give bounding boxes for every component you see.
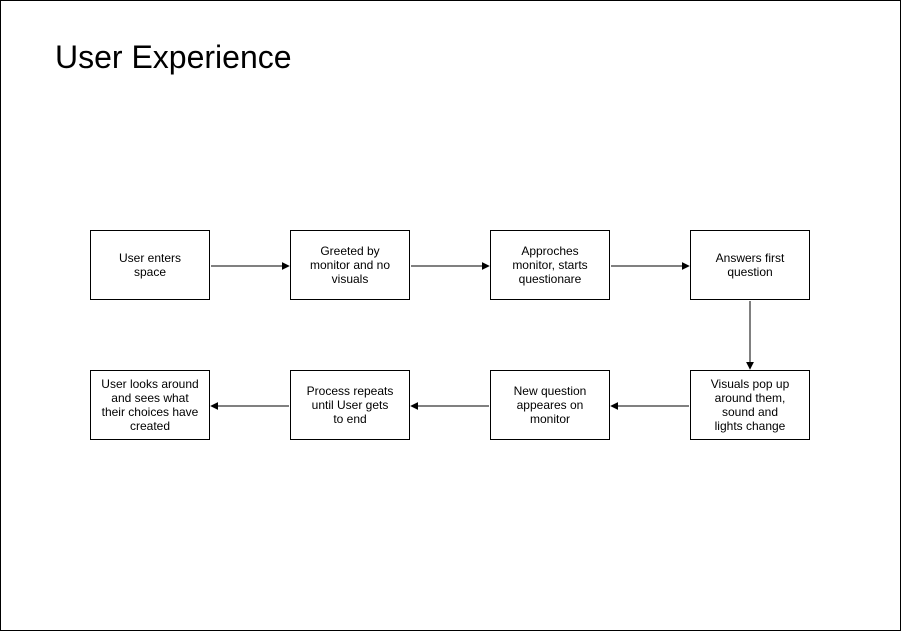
node-label: User enters space [118, 251, 182, 279]
node-label: Process repeats until User gets to end [306, 384, 394, 426]
diagram-title: User Experience [55, 39, 292, 75]
node-label: Answers first question [715, 251, 785, 279]
node-visuals-pop-up: Visuals pop up around them, sound and li… [690, 370, 810, 440]
node-process-repeats: Process repeats until User gets to end [290, 370, 410, 440]
node-label: Approches monitor, starts questionare [512, 244, 588, 286]
node-user-enters-space: User enters space [90, 230, 210, 300]
node-label: Visuals pop up around them, sound and li… [710, 377, 790, 433]
node-label: New question appeares on monitor [513, 384, 587, 426]
node-greeted-by-monitor: Greeted by monitor and no visuals [290, 230, 410, 300]
node-user-looks-around: User looks around and sees what their ch… [90, 370, 210, 440]
node-new-question: New question appeares on monitor [490, 370, 610, 440]
node-answers-first-question: Answers first question [690, 230, 810, 300]
node-approaches-monitor: Approches monitor, starts questionare [490, 230, 610, 300]
node-label: User looks around and sees what their ch… [101, 377, 199, 433]
node-label: Greeted by monitor and no visuals [309, 244, 391, 286]
